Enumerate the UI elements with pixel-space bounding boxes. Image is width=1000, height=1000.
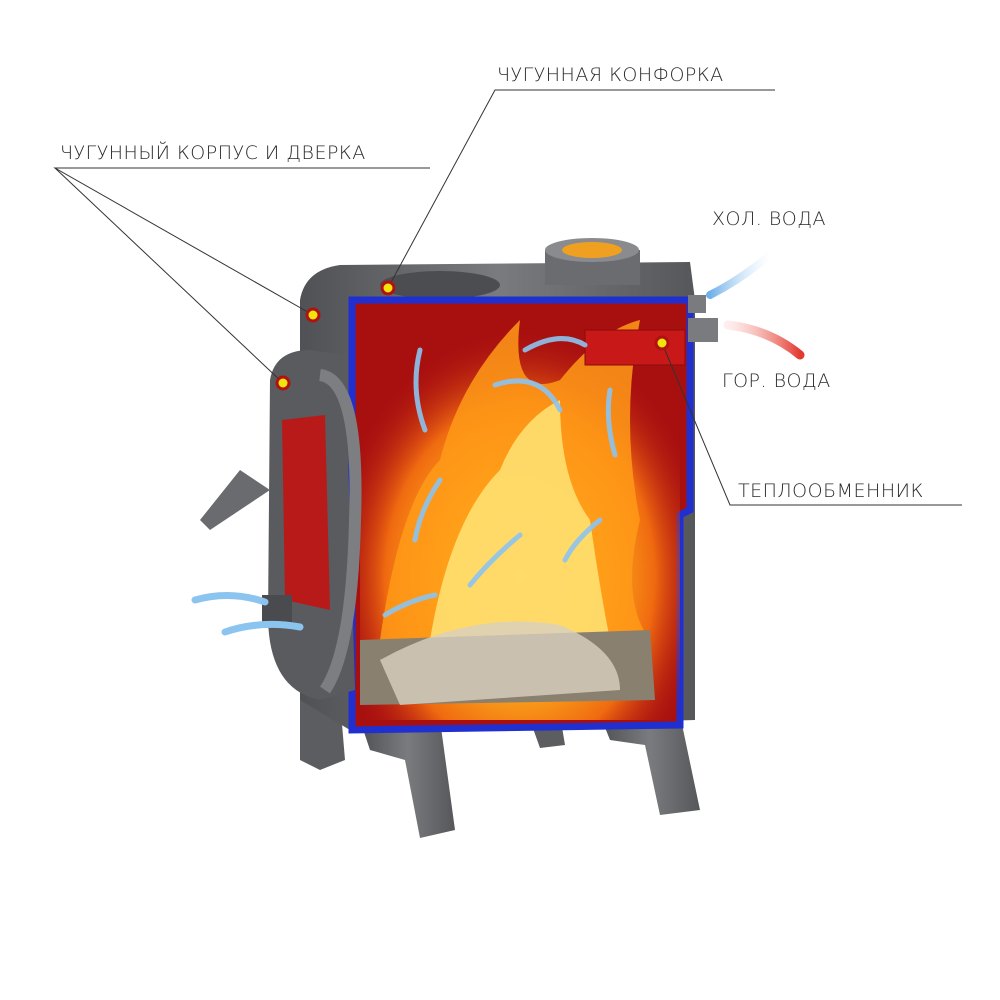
heat-exchanger <box>584 329 686 366</box>
air-inflow-arrow <box>191 591 304 636</box>
water-pipe-top <box>688 295 706 313</box>
label-heat-exchanger: ТЕПЛООБМЕННИК <box>738 480 924 502</box>
cast-iron-burner <box>380 271 500 299</box>
cold-water-flow-arrow <box>706 251 774 299</box>
water-pipe-bottom <box>688 318 718 342</box>
label-cast-iron-burner: ЧУГУННАЯ КОНФОРКА <box>497 64 724 86</box>
cast-iron-door <box>200 350 362 700</box>
chimney <box>545 238 640 285</box>
hot-water-flow-arrow <box>723 320 805 360</box>
firewood <box>360 621 655 705</box>
leader-lines <box>53 89 962 506</box>
label-hot-water: ГОР. ВОДА <box>722 370 831 392</box>
label-cast-iron-body-door: ЧУГУННЫЙ КОРПУС И ДВЕРКА <box>60 142 366 164</box>
callout-markers <box>275 280 670 391</box>
label-cold-water: ХОЛ. ВОДА <box>712 208 826 230</box>
hot-air-arrows <box>382 336 618 618</box>
